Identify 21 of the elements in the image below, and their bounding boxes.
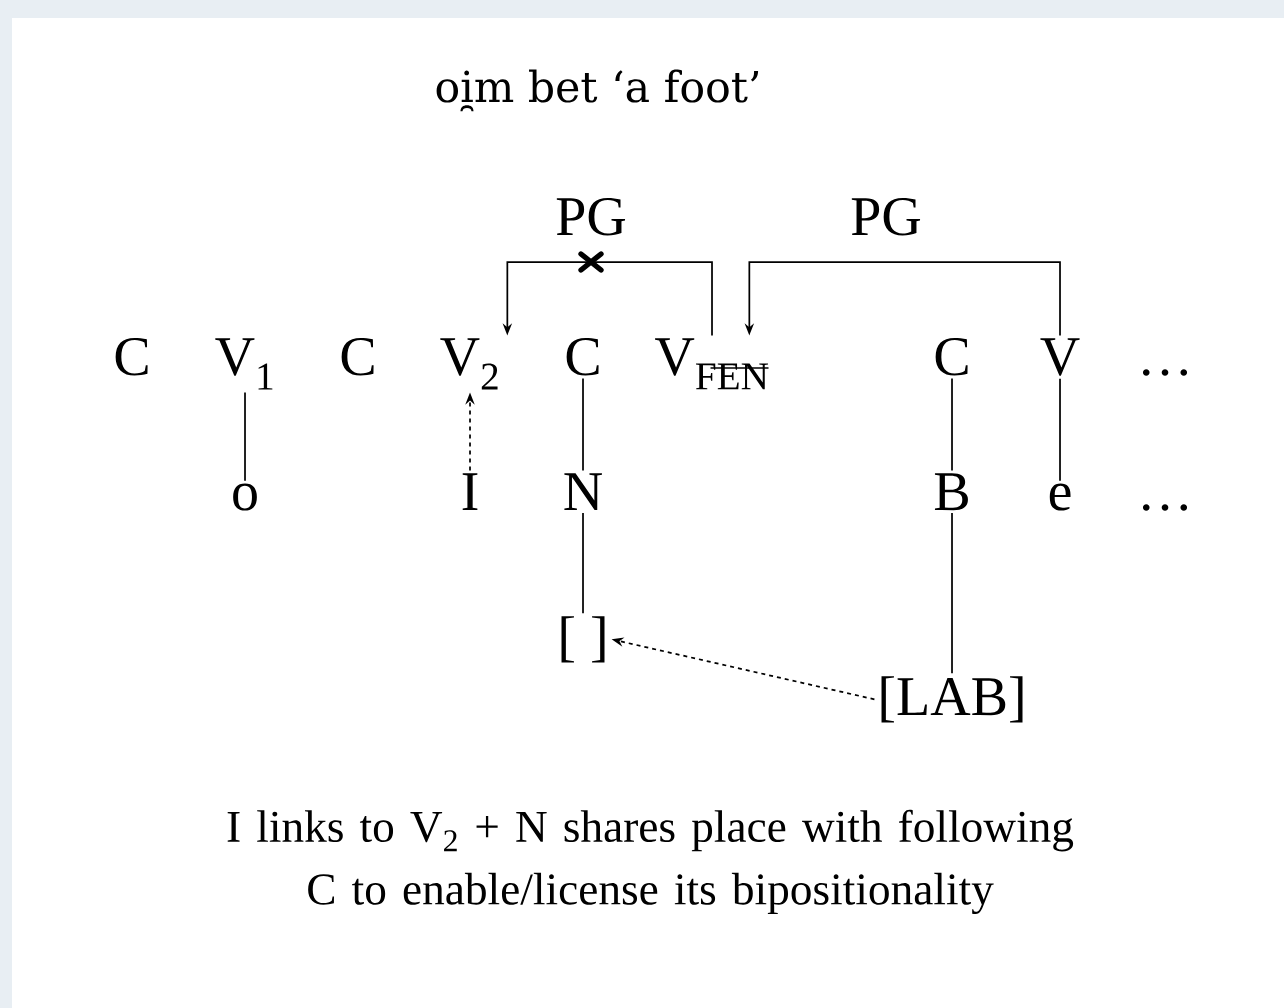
segment-label: C	[566, 337, 599, 376]
segment-label: V$_{1}$	[215, 338, 273, 390]
segment-label: N	[564, 473, 602, 510]
edge-label: PG	[851, 197, 921, 236]
ellipsis: …	[1142, 369, 1188, 376]
segment-label: V$_{FEN}$	[655, 338, 769, 390]
segment-label: [ ]	[561, 616, 605, 663]
edge-label: PG	[556, 197, 626, 236]
segment-label: [LAB]	[881, 676, 1023, 723]
segment-label: C	[115, 337, 148, 376]
segment-label: B	[934, 473, 968, 511]
segment-label: I	[462, 473, 478, 510]
caption: I links to V$_{2}$ + N shares place with following C to enable/license its bipositionality	[227, 809, 1074, 915]
segment-label: o	[233, 483, 257, 511]
segment-label: V	[1040, 338, 1080, 376]
title: oi̯m bet ‘a foot’	[436, 69, 759, 112]
segment-label: V$_{2}$	[440, 338, 498, 390]
segment-label: C	[935, 337, 968, 376]
segment-label: C	[341, 337, 374, 376]
segment-label: e	[1049, 483, 1071, 511]
ellipsis: …	[1142, 504, 1188, 511]
